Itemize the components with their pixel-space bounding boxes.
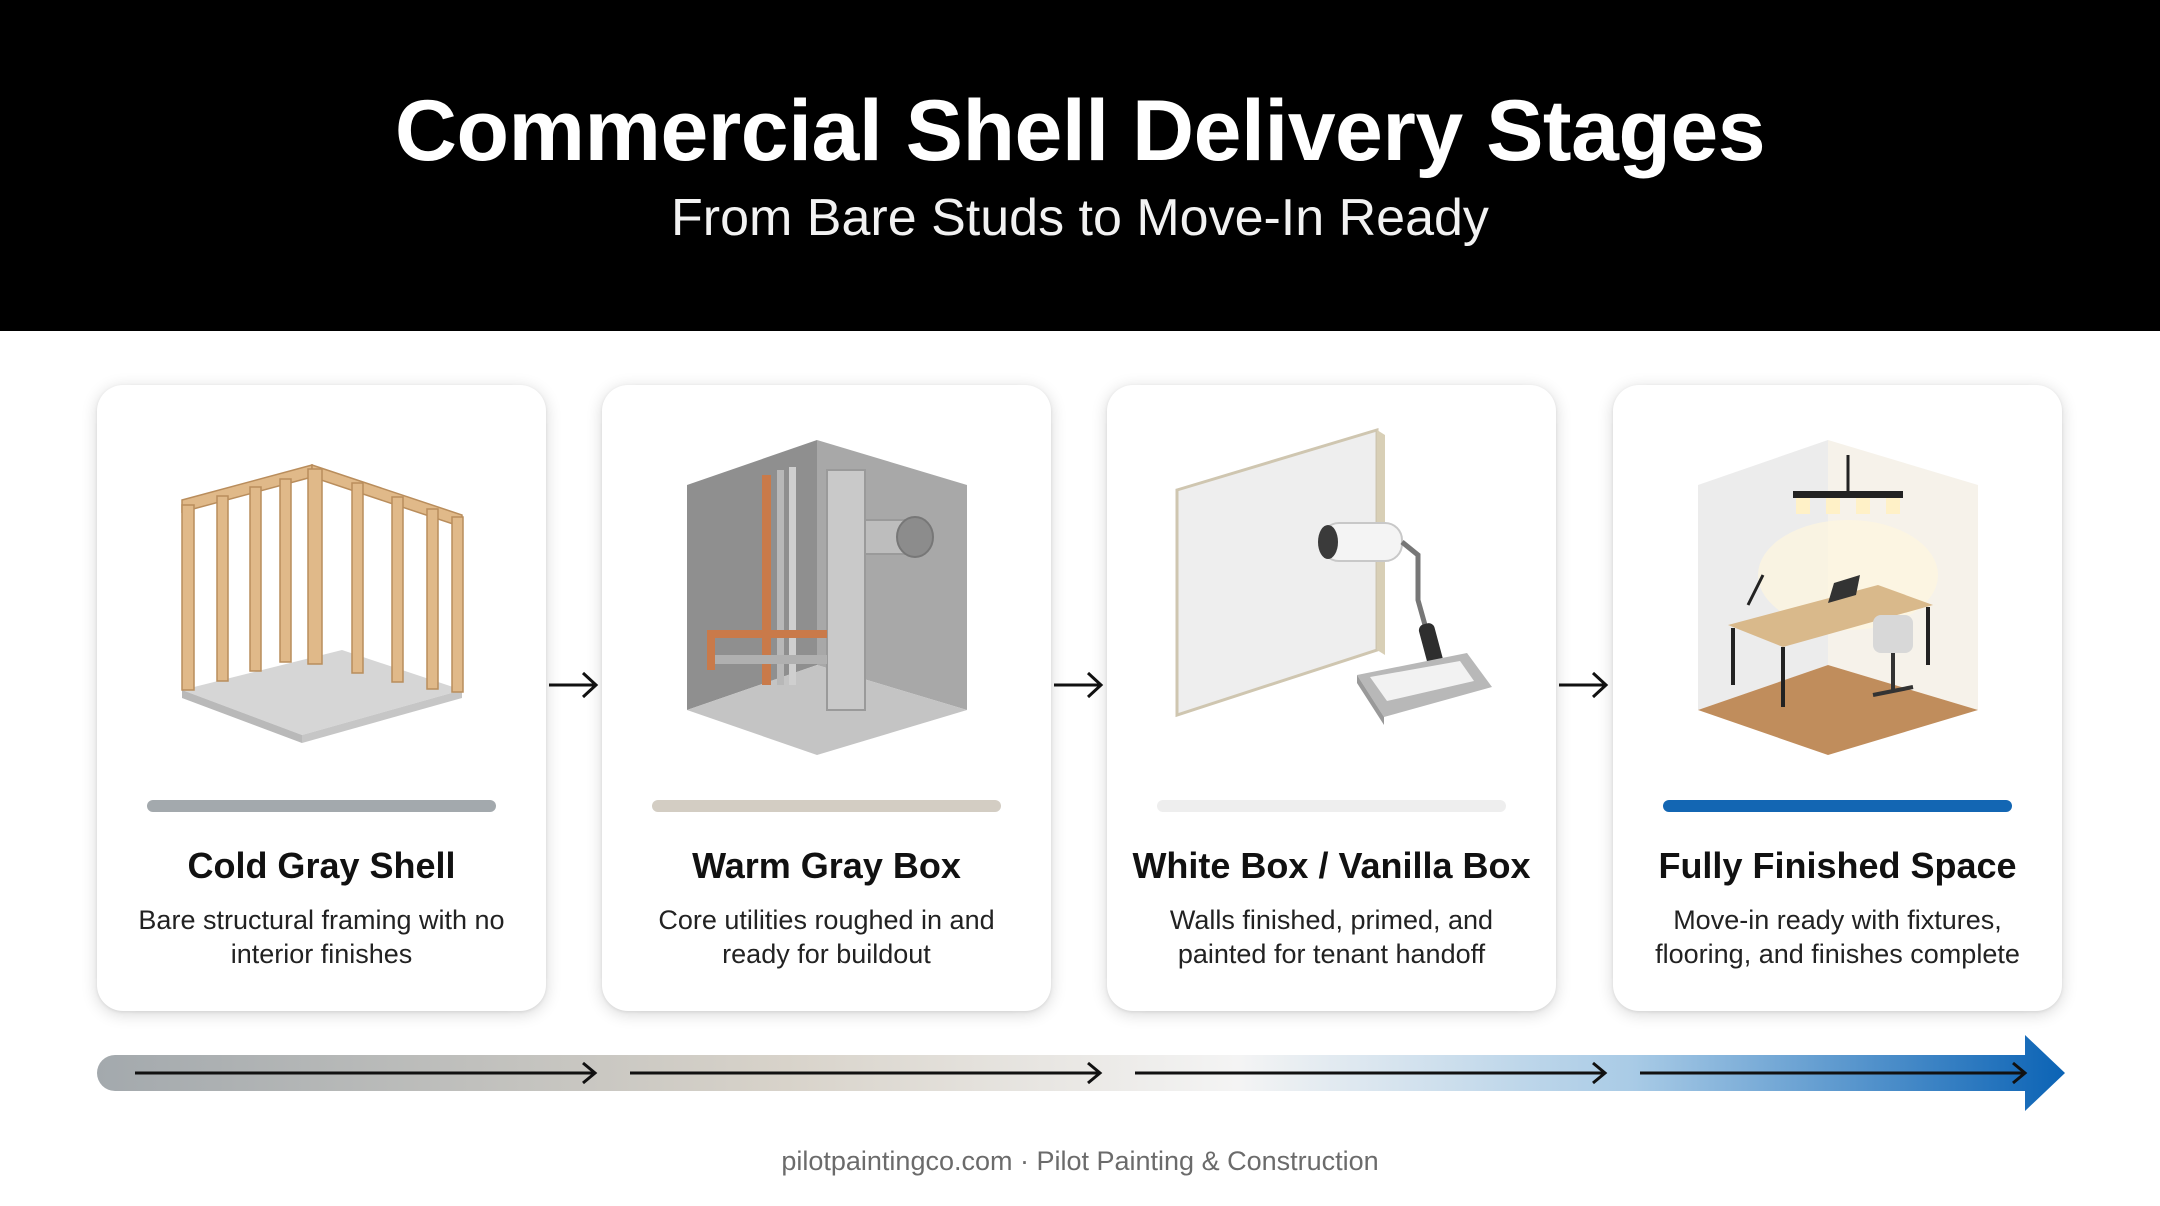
stage-card-white-box: White Box / Vanilla Box Walls finished, … [1107,385,1556,1011]
stage-color-bar [147,800,496,812]
stage-card-fully-finished: Fully Finished Space Move-in ready with … [1613,385,2062,1011]
stage-description: Bare structural framing with no interior… [138,905,505,969]
stage-description: Walls finished, primed, and painted for … [1169,905,1494,969]
stage-title: Cold Gray Shell [187,845,456,886]
stage-title: Fully Finished Space [1658,845,2017,886]
stage-card-warm-gray-box: Warm Gray Box Core utilities roughed in … [602,385,1051,1011]
stage-title: Warm Gray Box [692,845,961,886]
footer-credit: pilotpaintingco.com · Pilot Painting & C… [781,1146,1379,1176]
page-title: Commercial Shell Delivery Stages [394,83,1766,179]
right-arrow-icon [1559,671,1609,699]
header-banner: Commercial Shell Delivery Stages From Ba… [0,0,2160,331]
right-arrow-icon [1054,671,1104,699]
paint-roller-icon [1172,425,1492,755]
stage-description: Move-in ready with fixtures, flooring, a… [1655,905,2020,969]
stage-color-bar [652,800,1001,812]
wood-stud-framing-icon [162,425,482,755]
page-subtitle: From Bare Studs to Move-In Ready [671,189,1489,247]
stage-description: Core utilities roughed in and ready for … [658,905,995,969]
stage-title: White Box / Vanilla Box [1132,845,1531,886]
stage-card-cold-gray-shell: Cold Gray Shell Bare structural framing … [97,385,546,1011]
timeline-arrows [135,1061,2028,1085]
finished-office-icon [1678,425,1998,755]
right-arrow-icon [549,671,599,699]
stage-color-bar [1157,800,1506,812]
progress-timeline [97,1035,2065,1111]
utility-pipes-icon [667,425,987,755]
stage-color-bar [1663,800,2012,812]
